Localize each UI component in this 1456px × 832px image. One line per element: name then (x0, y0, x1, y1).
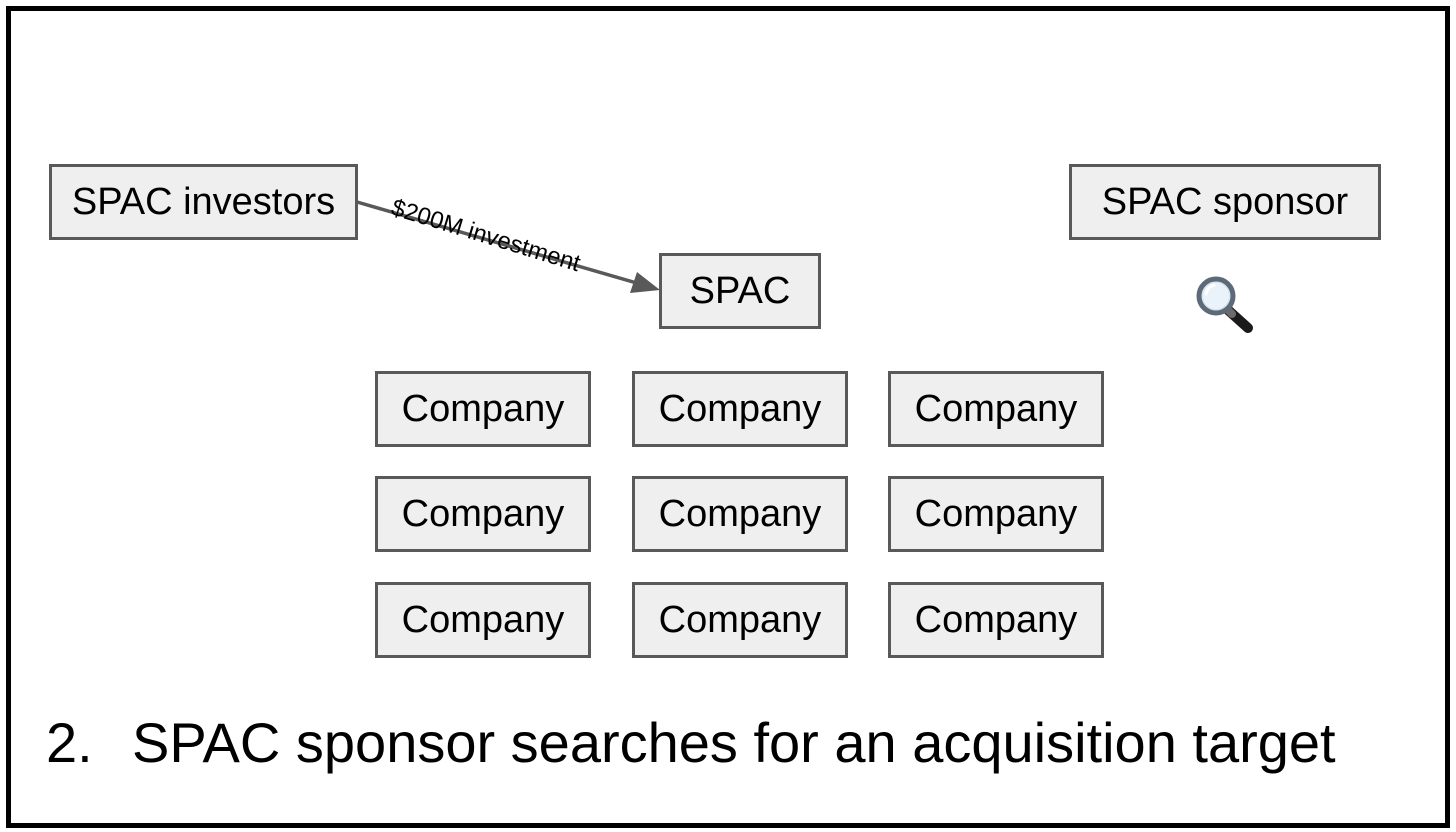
caption-text: SPAC sponsor searches for an acquisition… (132, 711, 1336, 774)
node-company-3: Company (888, 371, 1104, 447)
node-company-1: Company (375, 371, 591, 447)
node-company-5: Company (632, 476, 848, 552)
node-company-4: Company (375, 476, 591, 552)
edge-arrowhead (630, 272, 660, 293)
node-company-2: Company (632, 371, 848, 447)
slide-caption: 2. SPAC sponsor searches for an acquisiti… (46, 710, 1336, 775)
node-company-6: Company (888, 476, 1104, 552)
edge-line (356, 200, 641, 286)
node-company-8: Company (632, 582, 848, 658)
node-spac-investors: SPAC investors (49, 164, 358, 240)
magnifying-glass-icon (1196, 276, 1253, 333)
node-spac-sponsor: SPAC sponsor (1069, 164, 1381, 240)
node-company-9: Company (888, 582, 1104, 658)
edge-investors-to-spac (356, 200, 660, 293)
caption-number: 2. (46, 711, 93, 774)
node-company-7: Company (375, 582, 591, 658)
node-spac: SPAC (659, 253, 821, 329)
